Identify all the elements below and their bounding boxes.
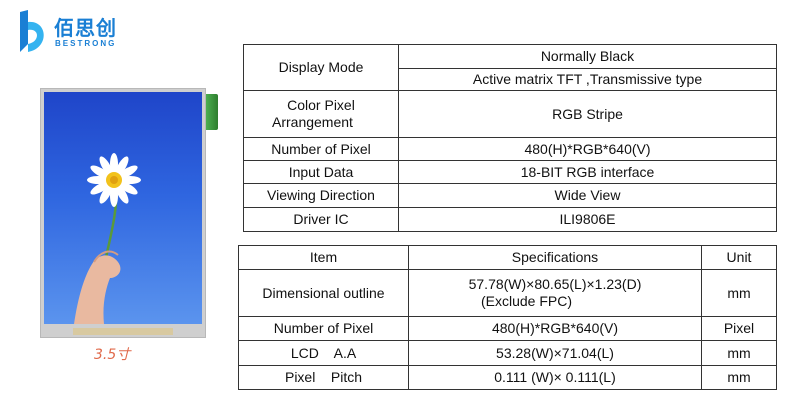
row-label: Number of Pixel (243, 137, 399, 161)
brand-name-cn: 佰思创 (54, 16, 117, 40)
table-row: Viewing Direction Wide View (243, 183, 777, 208)
row-label: Viewing Direction (243, 183, 399, 208)
mechanical-spec-table: Item Specifications Unit Dimensional out… (238, 245, 777, 390)
row-unit: mm (701, 365, 777, 390)
table-row: Number of Pixel 480(H)*RGB*640(V) Pixel (238, 316, 777, 341)
lcd-bottom-tab (73, 328, 173, 335)
row-value: Active matrix TFT ,Transmissive type (398, 68, 777, 91)
row-label-line: Arrangement (272, 114, 353, 130)
product-size-caption: 3.5寸 (94, 347, 131, 363)
row-value: 480(H)*RGB*640(V) (398, 137, 777, 161)
row-spec-line: 57.78(W)×80.65(L)×1.23(D) (468, 276, 642, 292)
row-unit: mm (701, 269, 777, 317)
table-row: Display Mode Normally Black (243, 44, 777, 91)
row-item: Dimensional outline (238, 269, 409, 317)
row-value: Normally Black (398, 44, 777, 69)
row-label: Driver IC (243, 207, 399, 232)
table-row: Number of Pixel 480(H)*RGB*640(V) (243, 137, 777, 161)
row-value: ILI9806E (398, 207, 777, 232)
table-row: Color Pixel Arrangement RGB Stripe (243, 90, 777, 138)
row-spec: 0.111 (W)× 0.111(L) (408, 365, 702, 390)
table-row: Driver IC ILI9806E (243, 207, 777, 232)
table-header-row: Item Specifications Unit (238, 245, 777, 270)
row-label: Display Mode (243, 44, 399, 91)
display-spec-table: Display Mode Normally Black Active matri… (243, 44, 777, 232)
table-row: Pixel Pitch 0.111 (W)× 0.111(L) mm (238, 365, 777, 390)
brand-logo: 佰思创 BESTRONG (18, 8, 128, 58)
column-header-specifications: Specifications (408, 245, 702, 270)
row-spec-line: (Exclude FPC) (481, 293, 573, 309)
row-item: LCD A.A (238, 340, 409, 366)
row-item: Number of Pixel (238, 316, 409, 341)
column-header-item: Item (238, 245, 409, 270)
product-image (40, 88, 220, 338)
row-unit: Pixel (701, 316, 777, 341)
row-unit: mm (701, 340, 777, 366)
row-value: Wide View (398, 183, 777, 208)
lcd-module (40, 88, 206, 338)
row-label-line: Color Pixel (287, 97, 355, 113)
bestrong-logo-mark (20, 10, 44, 52)
table-row: LCD A.A 53.28(W)×71.04(L) mm (238, 340, 777, 366)
row-value: RGB Stripe (398, 90, 777, 138)
row-item: Pixel Pitch (238, 365, 409, 390)
brand-name-en: BESTRONG (55, 39, 117, 48)
row-label: Color Pixel Arrangement (243, 90, 399, 138)
lcd-screen (44, 92, 202, 324)
row-value: 18-BIT RGB interface (398, 160, 777, 184)
row-spec: 57.78(W)×80.65(L)×1.23(D) (Exclude FPC) (408, 269, 702, 317)
row-label: Input Data (243, 160, 399, 184)
column-header-unit: Unit (701, 245, 777, 270)
table-row: Dimensional outline 57.78(W)×80.65(L)×1.… (238, 269, 777, 317)
daisy-photo (74, 153, 141, 324)
row-spec: 480(H)*RGB*640(V) (408, 316, 702, 341)
row-spec: 53.28(W)×71.04(L) (408, 340, 702, 366)
table-row: Input Data 18-BIT RGB interface (243, 160, 777, 184)
